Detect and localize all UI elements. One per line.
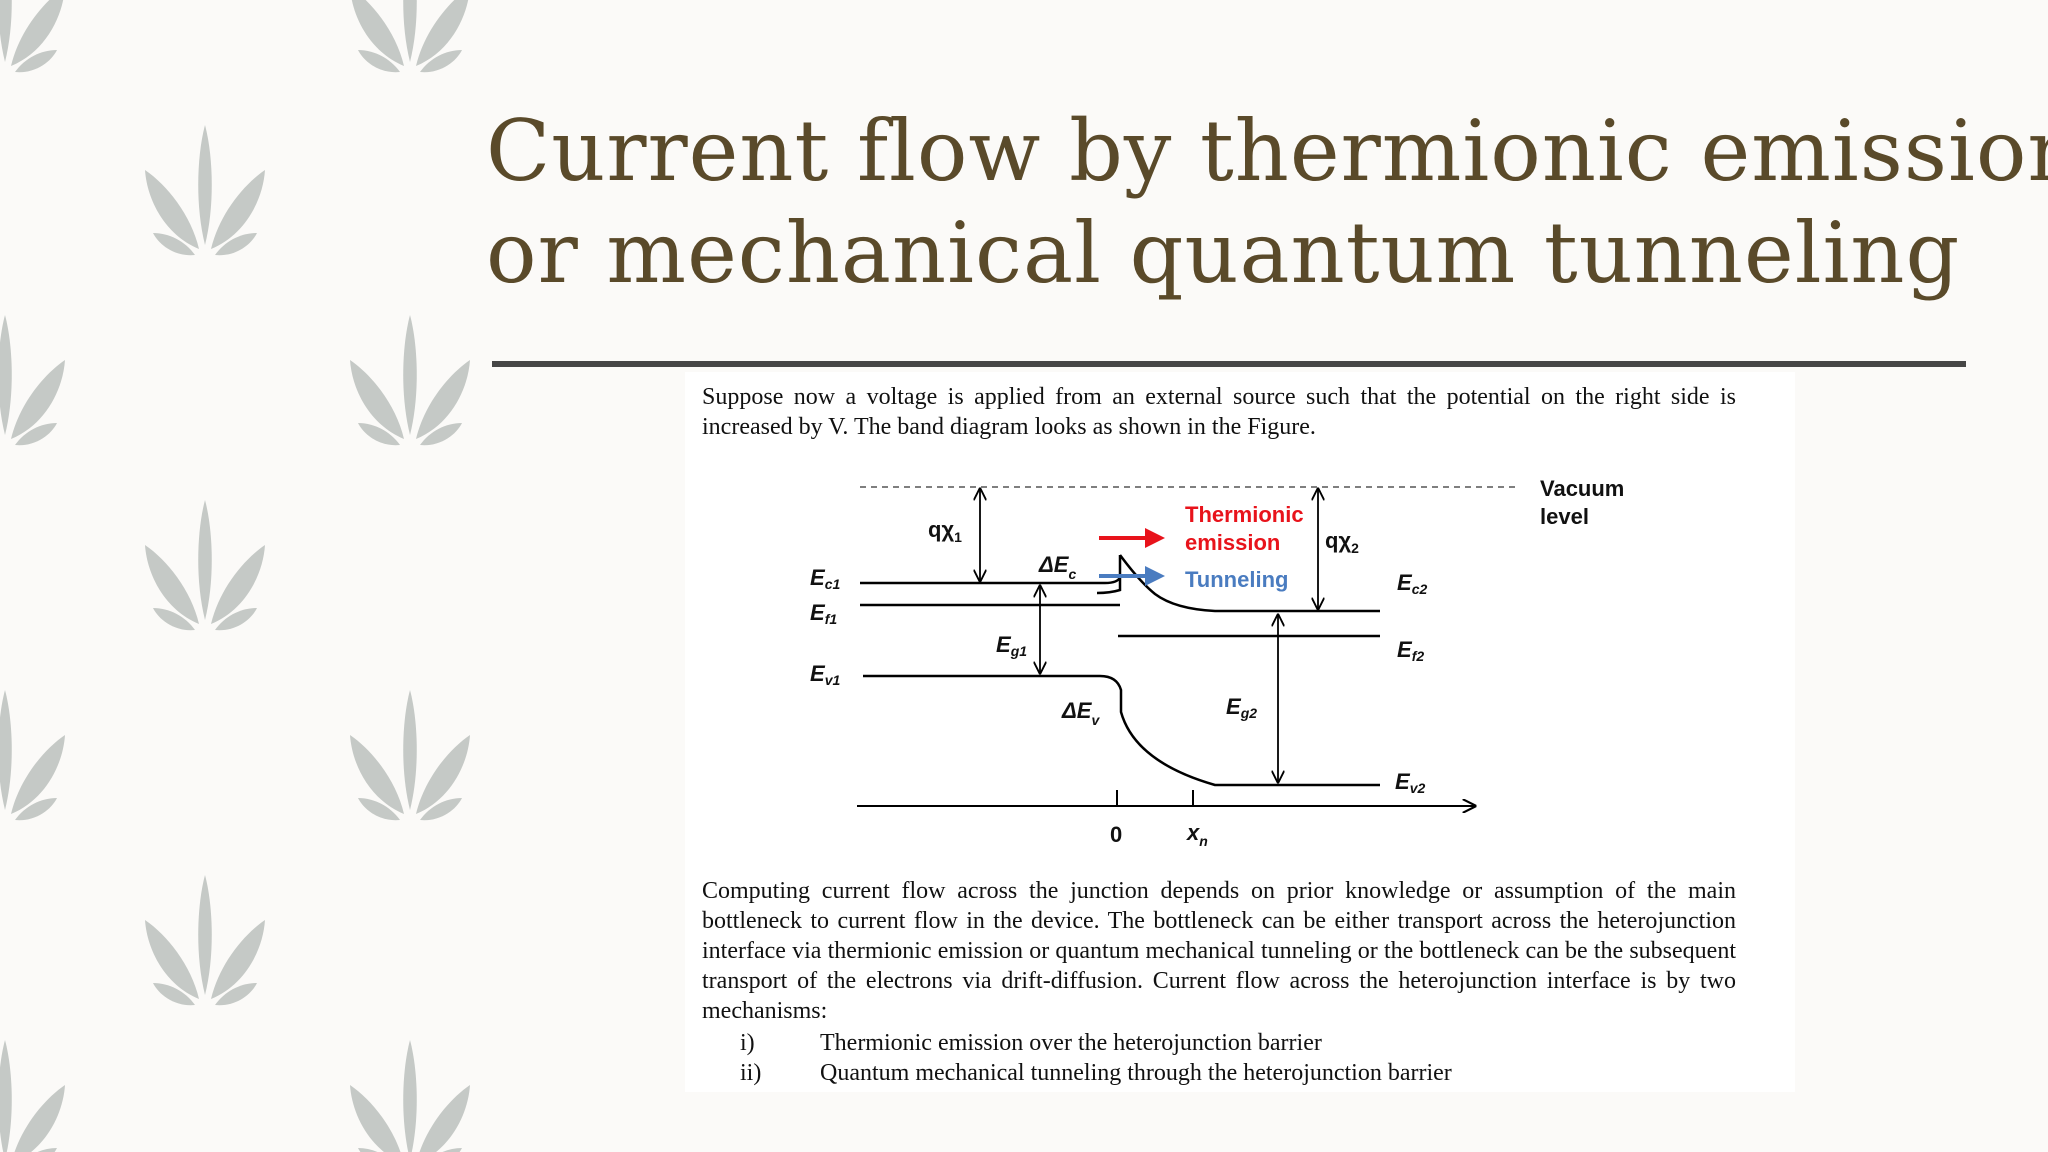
title-divider (492, 361, 1966, 367)
leaf-9 (0, 315, 65, 446)
title-line-2: or mechanical quantum tunneling (486, 204, 1961, 302)
leaf-11 (0, 1040, 65, 1152)
list-item-1: Thermionic emission over the heterojunct… (820, 1030, 1322, 1056)
delta-ev-label: ΔEv (1061, 698, 1100, 728)
ec1-line (860, 576, 1122, 595)
ev2-label: Ev2 (1395, 769, 1425, 796)
leaf-8 (0, 0, 65, 73)
leaf-4 (145, 500, 265, 631)
valence-band (863, 674, 1380, 787)
leaf-7 (350, 1040, 470, 1152)
leaf-10 (0, 690, 65, 821)
q-chi2-label: qχ2 (1325, 528, 1359, 556)
band-diagram: Vacuum level Thermionic emission Tunneli… (810, 476, 1624, 849)
eg1-label: Eg1 (996, 632, 1027, 659)
leaf-6 (145, 875, 265, 1006)
list-marker-2: ii) (740, 1060, 762, 1086)
ec1-label: Ec1 (810, 565, 840, 592)
leaf-3 (350, 315, 470, 446)
list-marker-1: i) (740, 1030, 755, 1056)
ev1-label: Ev1 (810, 661, 840, 688)
ef2-label: Ef2 (1397, 637, 1424, 664)
ec2-label: Ec2 (1397, 570, 1427, 597)
origin-label: 0 (1110, 822, 1122, 847)
thermionic-label: Thermionic (1185, 502, 1304, 527)
body-paragraph: Computing current flow across the juncti… (702, 878, 1736, 1024)
title-line-1: Current flow by thermionic emission (486, 102, 2048, 200)
leaf-5 (350, 690, 470, 821)
delta-ec-label: ΔEc (1038, 552, 1076, 582)
leaf-2 (145, 125, 265, 256)
thermionic-label-2: emission (1185, 530, 1280, 555)
embedded-figure: Suppose now a voltage is applied from an… (685, 372, 1795, 1092)
q-chi1-label: qχ1 (928, 517, 962, 545)
tunneling-label: Tunneling (1185, 567, 1288, 592)
leaf-1 (350, 0, 470, 73)
slide-title: Current flow by thermionic emission or m… (486, 100, 2048, 304)
ef1-label: Ef1 (810, 600, 837, 627)
eg2-label: Eg2 (1226, 694, 1257, 721)
vacuum-label: Vacuum (1540, 476, 1624, 501)
vacuum-label-level: level (1540, 504, 1589, 529)
list-item-2: Quantum mechanical tunneling through the… (820, 1060, 1452, 1086)
xn-label: xn (1186, 820, 1208, 849)
intro-paragraph: Suppose now a voltage is applied from an… (702, 384, 1736, 440)
leaf-pattern (0, 0, 470, 1152)
